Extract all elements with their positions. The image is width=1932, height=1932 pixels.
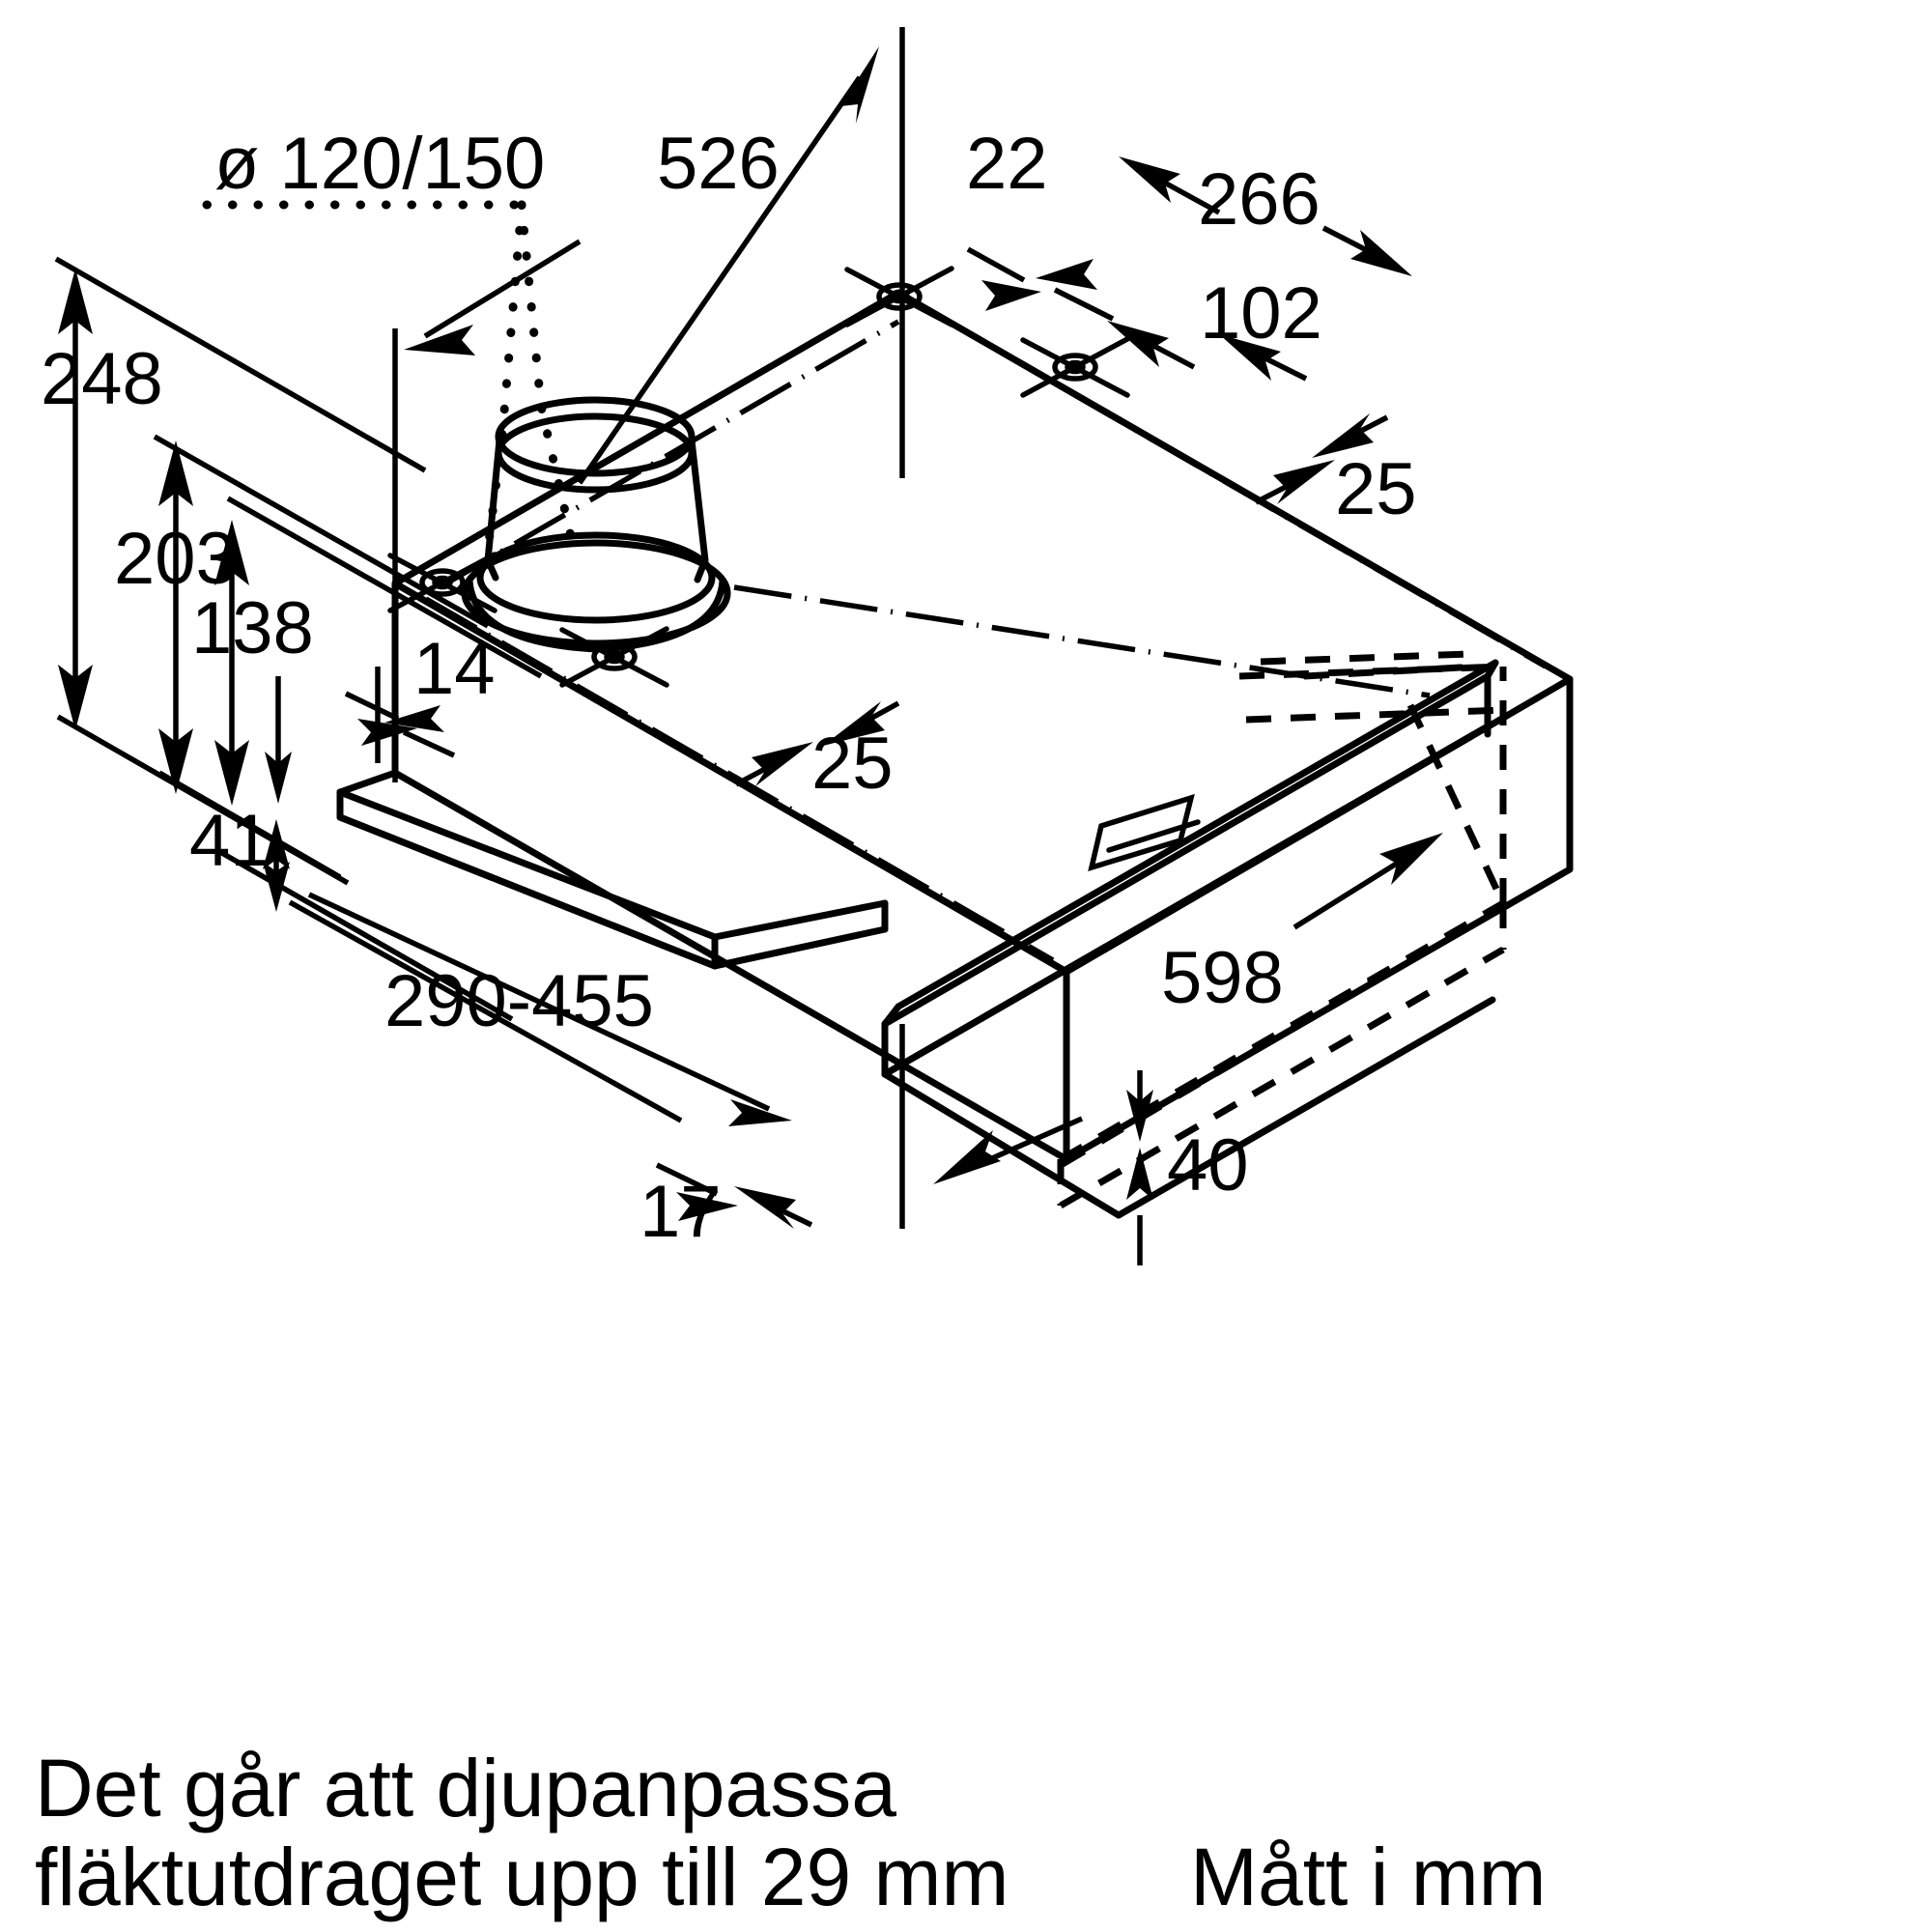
dim-label-edge-25-right: 25 bbox=[1335, 448, 1417, 530]
footnote-line-1: Det går att djupanpassa bbox=[35, 1743, 896, 1833]
hood-front-sill bbox=[336, 769, 889, 970]
footnote-line-2: fläktutdraget upp till 29 mm bbox=[35, 1832, 1009, 1922]
dim-label-height-138: 138 bbox=[191, 587, 314, 669]
projection-lines bbox=[54, 27, 905, 1229]
dim-label-width-102: 102 bbox=[1200, 272, 1322, 355]
dim-label-height-203: 203 bbox=[114, 518, 237, 600]
dim-label-edge-22: 22 bbox=[966, 123, 1048, 205]
footnote-block: Det går att djupanpassa fläktutdraget up… bbox=[35, 1743, 1547, 1922]
control-switch-button[interactable] bbox=[1088, 793, 1201, 872]
dimension-labels: ø 120/150 526 248 203 138 14 41 290-455 … bbox=[41, 123, 1417, 1253]
dim-label-edge-25-front: 25 bbox=[811, 723, 894, 805]
mounting-hole-group bbox=[387, 266, 1130, 688]
dim-label-offset-17: 17 bbox=[639, 1171, 722, 1253]
extended-position-dashed-outline bbox=[1057, 650, 1507, 1209]
mounting-hole-right bbox=[1020, 336, 1130, 398]
dim-label-height-248: 248 bbox=[41, 338, 163, 420]
mounting-hole-rear bbox=[844, 266, 954, 327]
pull-out-slider-front bbox=[881, 659, 1499, 1219]
dim-label-length-598: 598 bbox=[1161, 937, 1284, 1019]
dim-label-duct-diameter: ø 120/150 bbox=[214, 123, 545, 205]
dim-label-width-266: 266 bbox=[1198, 158, 1321, 241]
dim-label-height-41: 41 bbox=[189, 800, 271, 882]
dim-label-width-290-455: 290-455 bbox=[384, 960, 654, 1042]
dim-label-depth-526: 526 bbox=[657, 123, 780, 205]
dim-label-width-14: 14 bbox=[413, 628, 496, 710]
dimension-arrows bbox=[58, 46, 1443, 1265]
dim-label-height-40: 40 bbox=[1167, 1124, 1249, 1207]
top-face-centerlines bbox=[424, 304, 1548, 963]
units-note: Mått i mm bbox=[1190, 1832, 1547, 1922]
